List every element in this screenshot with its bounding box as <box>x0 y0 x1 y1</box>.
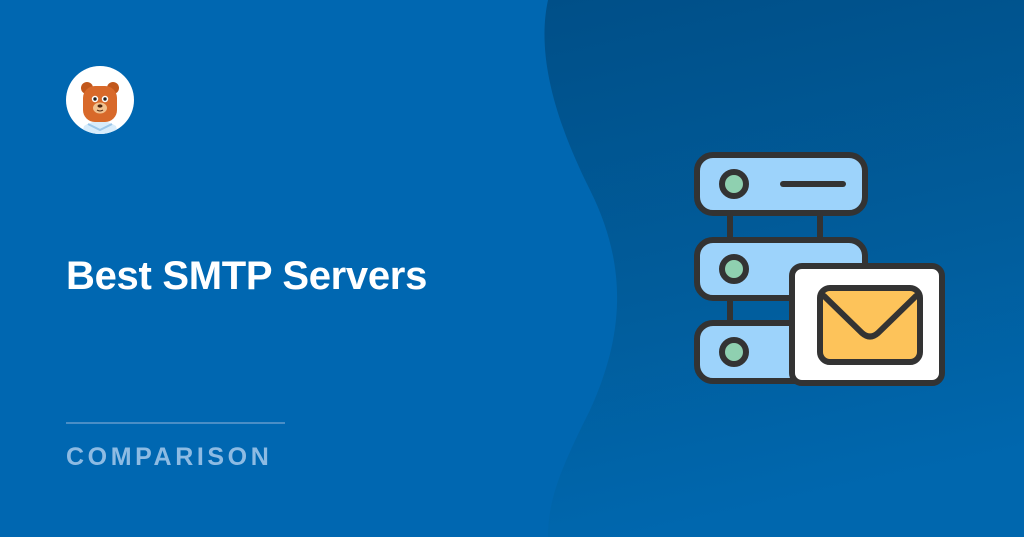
bear-mascot-logo <box>66 66 134 134</box>
category-label: COMPARISON <box>66 443 273 471</box>
server-with-envelope-icon <box>694 152 945 386</box>
page-title: Best SMTP Servers <box>66 254 428 298</box>
bear-mascot-icon <box>81 82 119 134</box>
divider <box>66 422 285 424</box>
